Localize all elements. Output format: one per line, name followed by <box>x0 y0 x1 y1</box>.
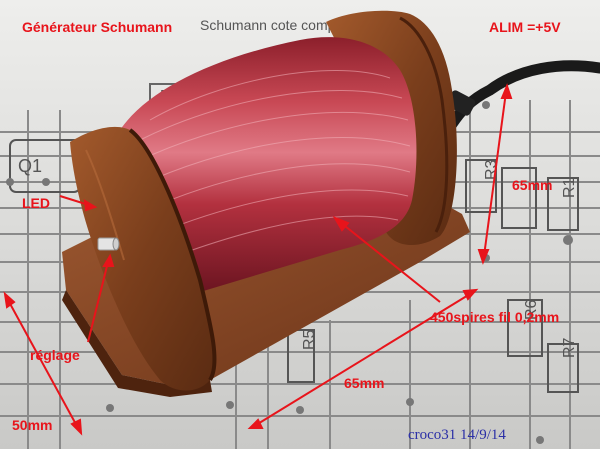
pcb-r5-label: R5 <box>301 329 318 350</box>
adjust-arrow <box>87 261 109 343</box>
winding-label: 450spires fil 0,2mm <box>430 309 560 325</box>
copper-coil <box>110 37 417 294</box>
height-dimension-arrow <box>483 91 507 257</box>
length-dimension-arrow <box>255 293 471 426</box>
pcb-r6-label: R6 <box>523 299 540 320</box>
title-label: Générateur Schumann <box>22 19 173 35</box>
power-label: ALIM =+5V <box>489 19 561 35</box>
signature-label: croco31 14/9/14 <box>408 427 506 443</box>
front-flange <box>70 126 215 391</box>
winding-arrow <box>339 221 441 303</box>
pcb-q1-label: Q1 <box>18 156 42 176</box>
pcb-r7-label: R7 <box>561 337 578 358</box>
pcb-r1-label: R1 <box>561 177 578 198</box>
led-label: LED <box>22 195 50 211</box>
base-width-label: 50mm <box>12 417 53 433</box>
adjust-label: réglage <box>30 347 80 363</box>
width-dimension-arrow <box>7 299 79 429</box>
pcb-pads <box>6 101 573 444</box>
coil-turns <box>135 70 411 259</box>
height-label: 65mm <box>512 177 553 193</box>
base-length-label: 65mm <box>344 375 385 391</box>
annotation-arrows <box>3 83 513 436</box>
